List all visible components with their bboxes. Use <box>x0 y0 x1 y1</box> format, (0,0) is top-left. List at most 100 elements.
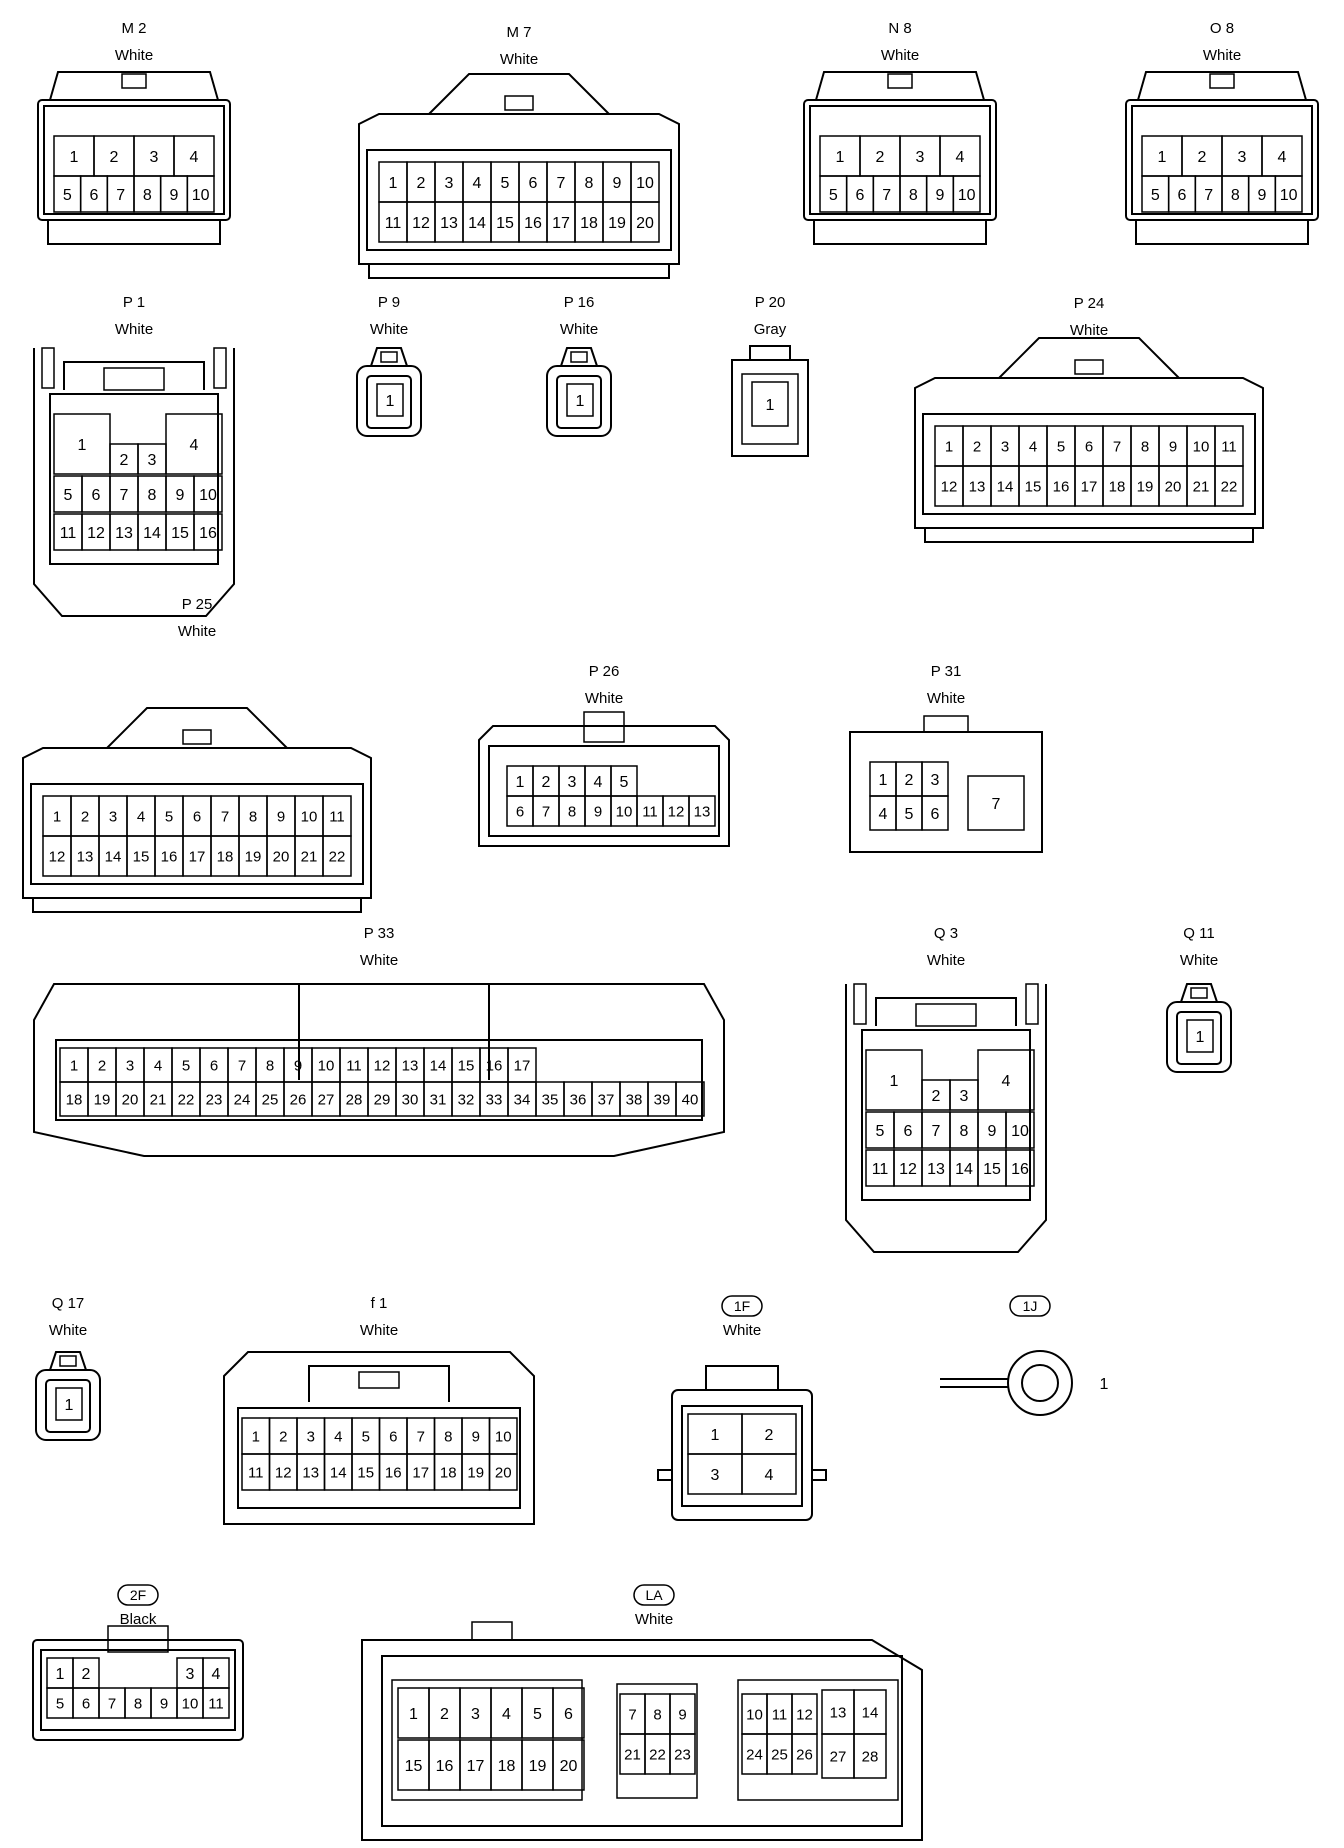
pin-number: 1 <box>1158 149 1167 166</box>
pin-number: 4 <box>765 1467 774 1484</box>
pin-number: 13 <box>927 1161 945 1178</box>
pin-number: 13 <box>302 1464 319 1481</box>
pin-number: 22 <box>1221 478 1238 495</box>
pin-cell <box>688 795 716 827</box>
pin-number: 1 <box>890 1073 899 1090</box>
pin-number: 5 <box>64 487 73 504</box>
housing-outline <box>812 1469 827 1481</box>
pin-cell <box>1005 1149 1035 1187</box>
housing-outline <box>182 729 212 745</box>
pin-number: 25 <box>771 1746 788 1763</box>
connector-code: 2F <box>130 1587 146 1603</box>
pin-number: 1 <box>1196 1029 1205 1046</box>
pin-number: 1 <box>56 1666 65 1683</box>
pin-number: 20 <box>495 1464 512 1481</box>
pin-number: 6 <box>564 1706 573 1723</box>
pin-number: 1 <box>945 438 953 455</box>
housing-outline <box>583 711 625 743</box>
pin-number: 1 <box>1100 1376 1109 1393</box>
pin-number: 21 <box>150 1091 167 1108</box>
housing-outline <box>32 1639 244 1741</box>
housing-outline <box>1180 983 1218 1003</box>
pin-number: 18 <box>66 1091 83 1108</box>
pin-number: 9 <box>1258 187 1267 204</box>
pin-number: 12 <box>49 848 66 865</box>
housing-outline <box>471 1621 513 1641</box>
pin-number: 16 <box>436 1758 454 1775</box>
pin-number: 1 <box>70 149 79 166</box>
pin-number: 5 <box>829 187 838 204</box>
pin-number: 3 <box>148 452 157 469</box>
housing-outline <box>924 528 1254 543</box>
connector-code: M 2 <box>121 20 146 37</box>
pin-number: 13 <box>830 1704 847 1721</box>
pin-number: 3 <box>1001 438 1009 455</box>
pin-number: 12 <box>899 1161 917 1178</box>
pin-number: 4 <box>1002 1073 1011 1090</box>
pin-number: 1 <box>70 1057 78 1074</box>
connector-color: White <box>360 952 398 969</box>
pin-number: 8 <box>1231 187 1240 204</box>
pin-number: 11 <box>346 1057 362 1074</box>
connector-color: Black <box>120 1611 157 1628</box>
pin-number: 21 <box>624 1746 641 1763</box>
connector-color: White <box>1203 47 1241 64</box>
housing-outline <box>223 1351 535 1525</box>
pin-number: 9 <box>678 1706 686 1723</box>
pin-number: 10 <box>199 487 217 504</box>
housing-outline <box>861 1029 1031 1201</box>
connector-code: 1F <box>734 1298 750 1314</box>
connector-color: White <box>370 321 408 338</box>
pin-cell <box>376 383 404 417</box>
connector-code: M 7 <box>506 24 531 41</box>
pin-number: 1 <box>711 1427 720 1444</box>
housing-outline <box>30 783 364 885</box>
housing-outline <box>741 373 799 445</box>
housing-outline <box>63 361 205 390</box>
pin-number: 3 <box>916 149 925 166</box>
pin-number: 22 <box>329 848 346 865</box>
pin-cell <box>853 1733 887 1779</box>
pin-number: 39 <box>654 1091 671 1108</box>
pin-number: 12 <box>668 803 685 820</box>
housing-outline <box>43 105 225 215</box>
housing-outline <box>478 725 730 847</box>
pin-cell <box>669 1733 696 1775</box>
pin-number: 2 <box>279 1428 287 1445</box>
pin-number: 3 <box>307 1428 315 1445</box>
pin-number: 14 <box>955 1161 973 1178</box>
pin-cell <box>791 1733 818 1775</box>
pin-number: 10 <box>301 808 318 825</box>
pin-number: 10 <box>636 175 654 192</box>
pin-number: 13 <box>969 478 986 495</box>
housing-outline <box>998 337 1180 379</box>
pin-number: 2 <box>765 1427 774 1444</box>
pin-number: 18 <box>217 848 234 865</box>
pin-number: 12 <box>374 1057 391 1074</box>
housing-outline <box>22 747 372 899</box>
pin-number: 17 <box>412 1464 429 1481</box>
pin-number: 22 <box>649 1746 666 1763</box>
pin-number: 3 <box>471 1706 480 1723</box>
pin-number: 3 <box>186 1666 195 1683</box>
pin-number: 4 <box>190 149 199 166</box>
pin-number: 11 <box>329 808 345 825</box>
pin-number: 12 <box>796 1706 813 1723</box>
pin-number: 3 <box>960 1088 969 1105</box>
housing-outline <box>737 1679 899 1801</box>
housing-outline <box>681 1405 803 1507</box>
connector-color: White <box>560 321 598 338</box>
pin-number: 16 <box>1011 1161 1029 1178</box>
pin-number: 12 <box>941 478 958 495</box>
pin-number: 15 <box>133 848 150 865</box>
pin-number: 32 <box>458 1091 475 1108</box>
pin-number: 2 <box>1198 149 1207 166</box>
pin-number: 11 <box>772 1706 788 1723</box>
pin-number: 21 <box>301 848 318 865</box>
connector-code: P 31 <box>931 663 962 680</box>
